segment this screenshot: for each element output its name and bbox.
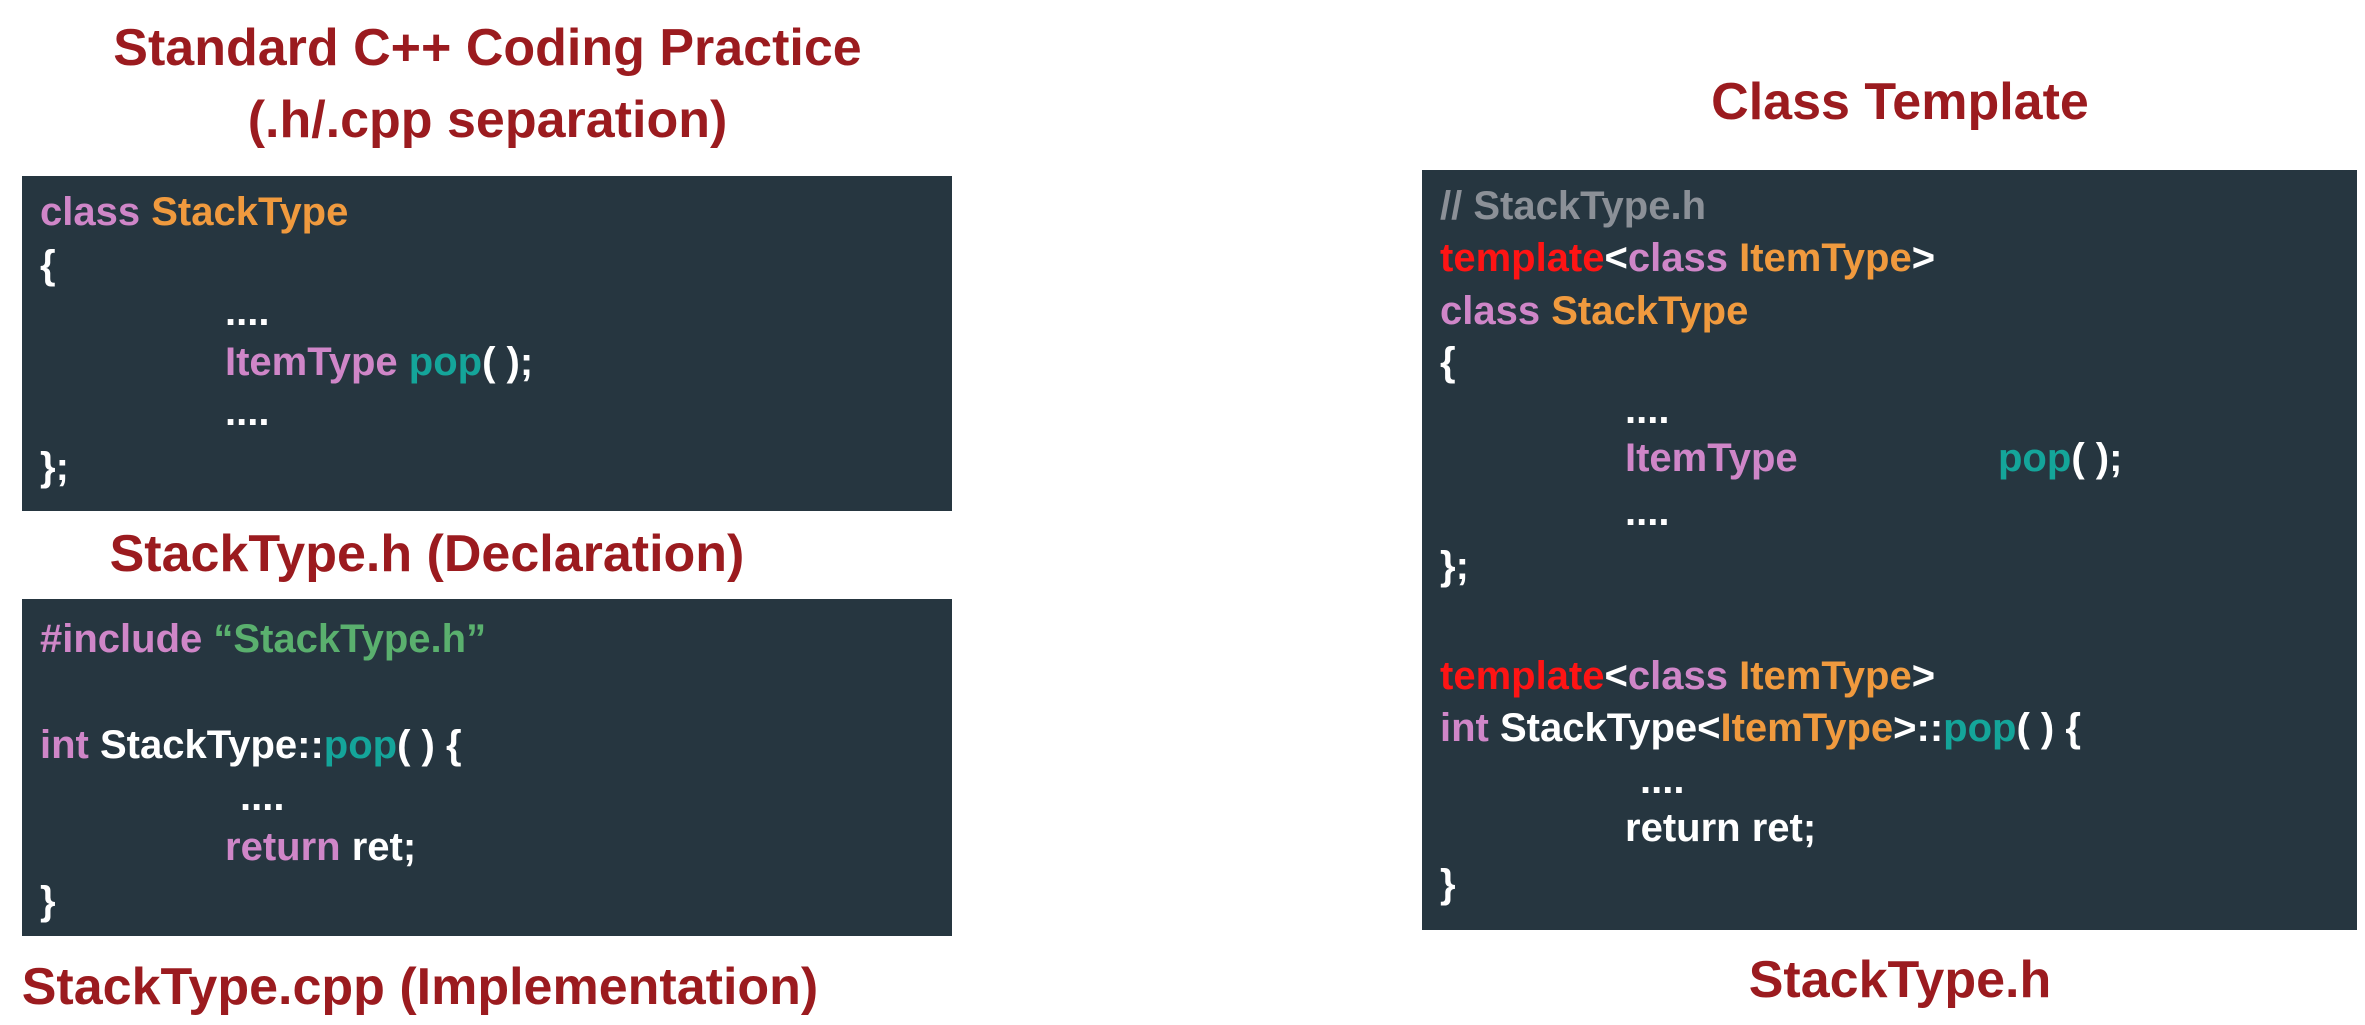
angle-bracket: < <box>1604 654 1628 698</box>
code-line: // StackType.h <box>1440 180 1706 232</box>
function-name: pop <box>408 340 483 384</box>
keyword: return <box>225 825 341 869</box>
code-line: .... <box>240 771 284 823</box>
comment: // StackType.h <box>1440 184 1707 228</box>
type-name: ItemType <box>1720 706 1894 750</box>
code-line: pop( ); <box>1998 432 2122 484</box>
brace: { <box>1440 340 1456 384</box>
angle-bracket: > <box>1911 236 1936 280</box>
right-title: Class Template <box>1711 73 2089 131</box>
angle-bracket: < <box>1697 706 1721 750</box>
function-name: pop <box>323 723 398 767</box>
code-line: } <box>1440 858 1456 910</box>
code-line: return ret; <box>225 821 416 873</box>
brace: } <box>40 879 56 923</box>
keyword: int <box>1440 706 1489 750</box>
header-caption: StackType.h (Declaration) <box>109 525 745 583</box>
code-line: }; <box>40 441 69 493</box>
template-code-block: // StackType.h template<class ItemType> … <box>1422 170 2357 930</box>
function-name: pop <box>1943 706 2017 750</box>
class-name: StackType <box>1500 706 1698 750</box>
type-name: StackType <box>151 190 349 234</box>
type-name: StackType <box>1551 289 1749 333</box>
keyword: return <box>1625 806 1741 850</box>
code-line: .... <box>1625 486 1669 538</box>
code-line: { <box>1440 336 1456 388</box>
scope-name: StackType:: <box>100 723 324 767</box>
angle-bracket: < <box>1604 236 1628 280</box>
code-line: template<class ItemType> <box>1440 650 1935 702</box>
code-line: template<class ItemType> <box>1440 232 1935 284</box>
keyword: class <box>40 190 141 234</box>
angle-bracket: > <box>1911 654 1936 698</box>
ellipsis: .... <box>1640 758 1685 802</box>
code-line: .... <box>225 286 269 338</box>
code-line: class StackType <box>40 186 348 238</box>
type-name: ItemType <box>225 340 398 384</box>
keyword: class <box>1627 236 1728 280</box>
left-title-line1: Standard C++ Coding Practice <box>113 19 862 77</box>
type-name: ItemType <box>1739 236 1912 280</box>
brace: }; <box>1440 544 1469 588</box>
ellipsis: .... <box>240 775 285 819</box>
ellipsis: .... <box>1625 388 1670 432</box>
code-line: class StackType <box>1440 285 1748 337</box>
code-line: { <box>40 239 56 291</box>
code-line: ItemType <box>1625 432 1798 484</box>
template-caption: StackType.h <box>1748 951 2052 1009</box>
left-title-line2: (.h/.cpp separation) <box>247 91 728 149</box>
keyword: int <box>40 723 89 767</box>
scope-operator: >:: <box>1893 706 1944 750</box>
identifier: ret; <box>351 825 417 869</box>
code-line: .... <box>1640 754 1684 806</box>
punctuation: ( ) { <box>2016 706 2081 750</box>
code-line: #include “StackType.h” <box>40 613 486 665</box>
type-name: ItemType <box>1625 436 1798 480</box>
ellipsis: .... <box>225 390 270 434</box>
identifier: ret; <box>1751 806 1817 850</box>
code-line: .... <box>1625 384 1669 436</box>
punctuation: ( ); <box>482 340 534 384</box>
code-line: } <box>40 875 56 927</box>
code-line: .... <box>225 386 269 438</box>
brace: }; <box>40 445 69 489</box>
ellipsis: .... <box>225 290 270 334</box>
cpp-caption: StackType.cpp (Implementation) <box>21 958 819 1016</box>
directive: #include <box>40 617 203 661</box>
string-literal: “StackType.h” <box>213 617 487 661</box>
template-keyword: template <box>1440 654 1605 698</box>
code-line: int StackType::pop( ) { <box>40 719 462 771</box>
punctuation: ( ) { <box>397 723 462 767</box>
code-line: int StackType<ItemType>::pop( ) { <box>1440 702 2081 754</box>
brace: { <box>40 243 56 287</box>
code-line: }; <box>1440 540 1469 592</box>
code-line: ItemType pop( ); <box>225 336 533 388</box>
brace: } <box>1440 862 1456 906</box>
function-name: pop <box>1998 436 2072 480</box>
template-keyword: template <box>1440 236 1605 280</box>
ellipsis: .... <box>1625 490 1670 534</box>
punctuation: ( ); <box>2071 436 2123 480</box>
keyword: class <box>1440 289 1541 333</box>
left-title: Standard C++ Coding Practice (.h/.cpp se… <box>0 12 975 156</box>
keyword: class <box>1627 654 1728 698</box>
type-name: ItemType <box>1739 654 1912 698</box>
code-line: return ret; <box>1625 802 1816 854</box>
header-code-block: class StackType { .... ItemType pop( ); … <box>22 176 952 511</box>
cpp-code-block: #include “StackType.h” int StackType::po… <box>22 599 952 936</box>
